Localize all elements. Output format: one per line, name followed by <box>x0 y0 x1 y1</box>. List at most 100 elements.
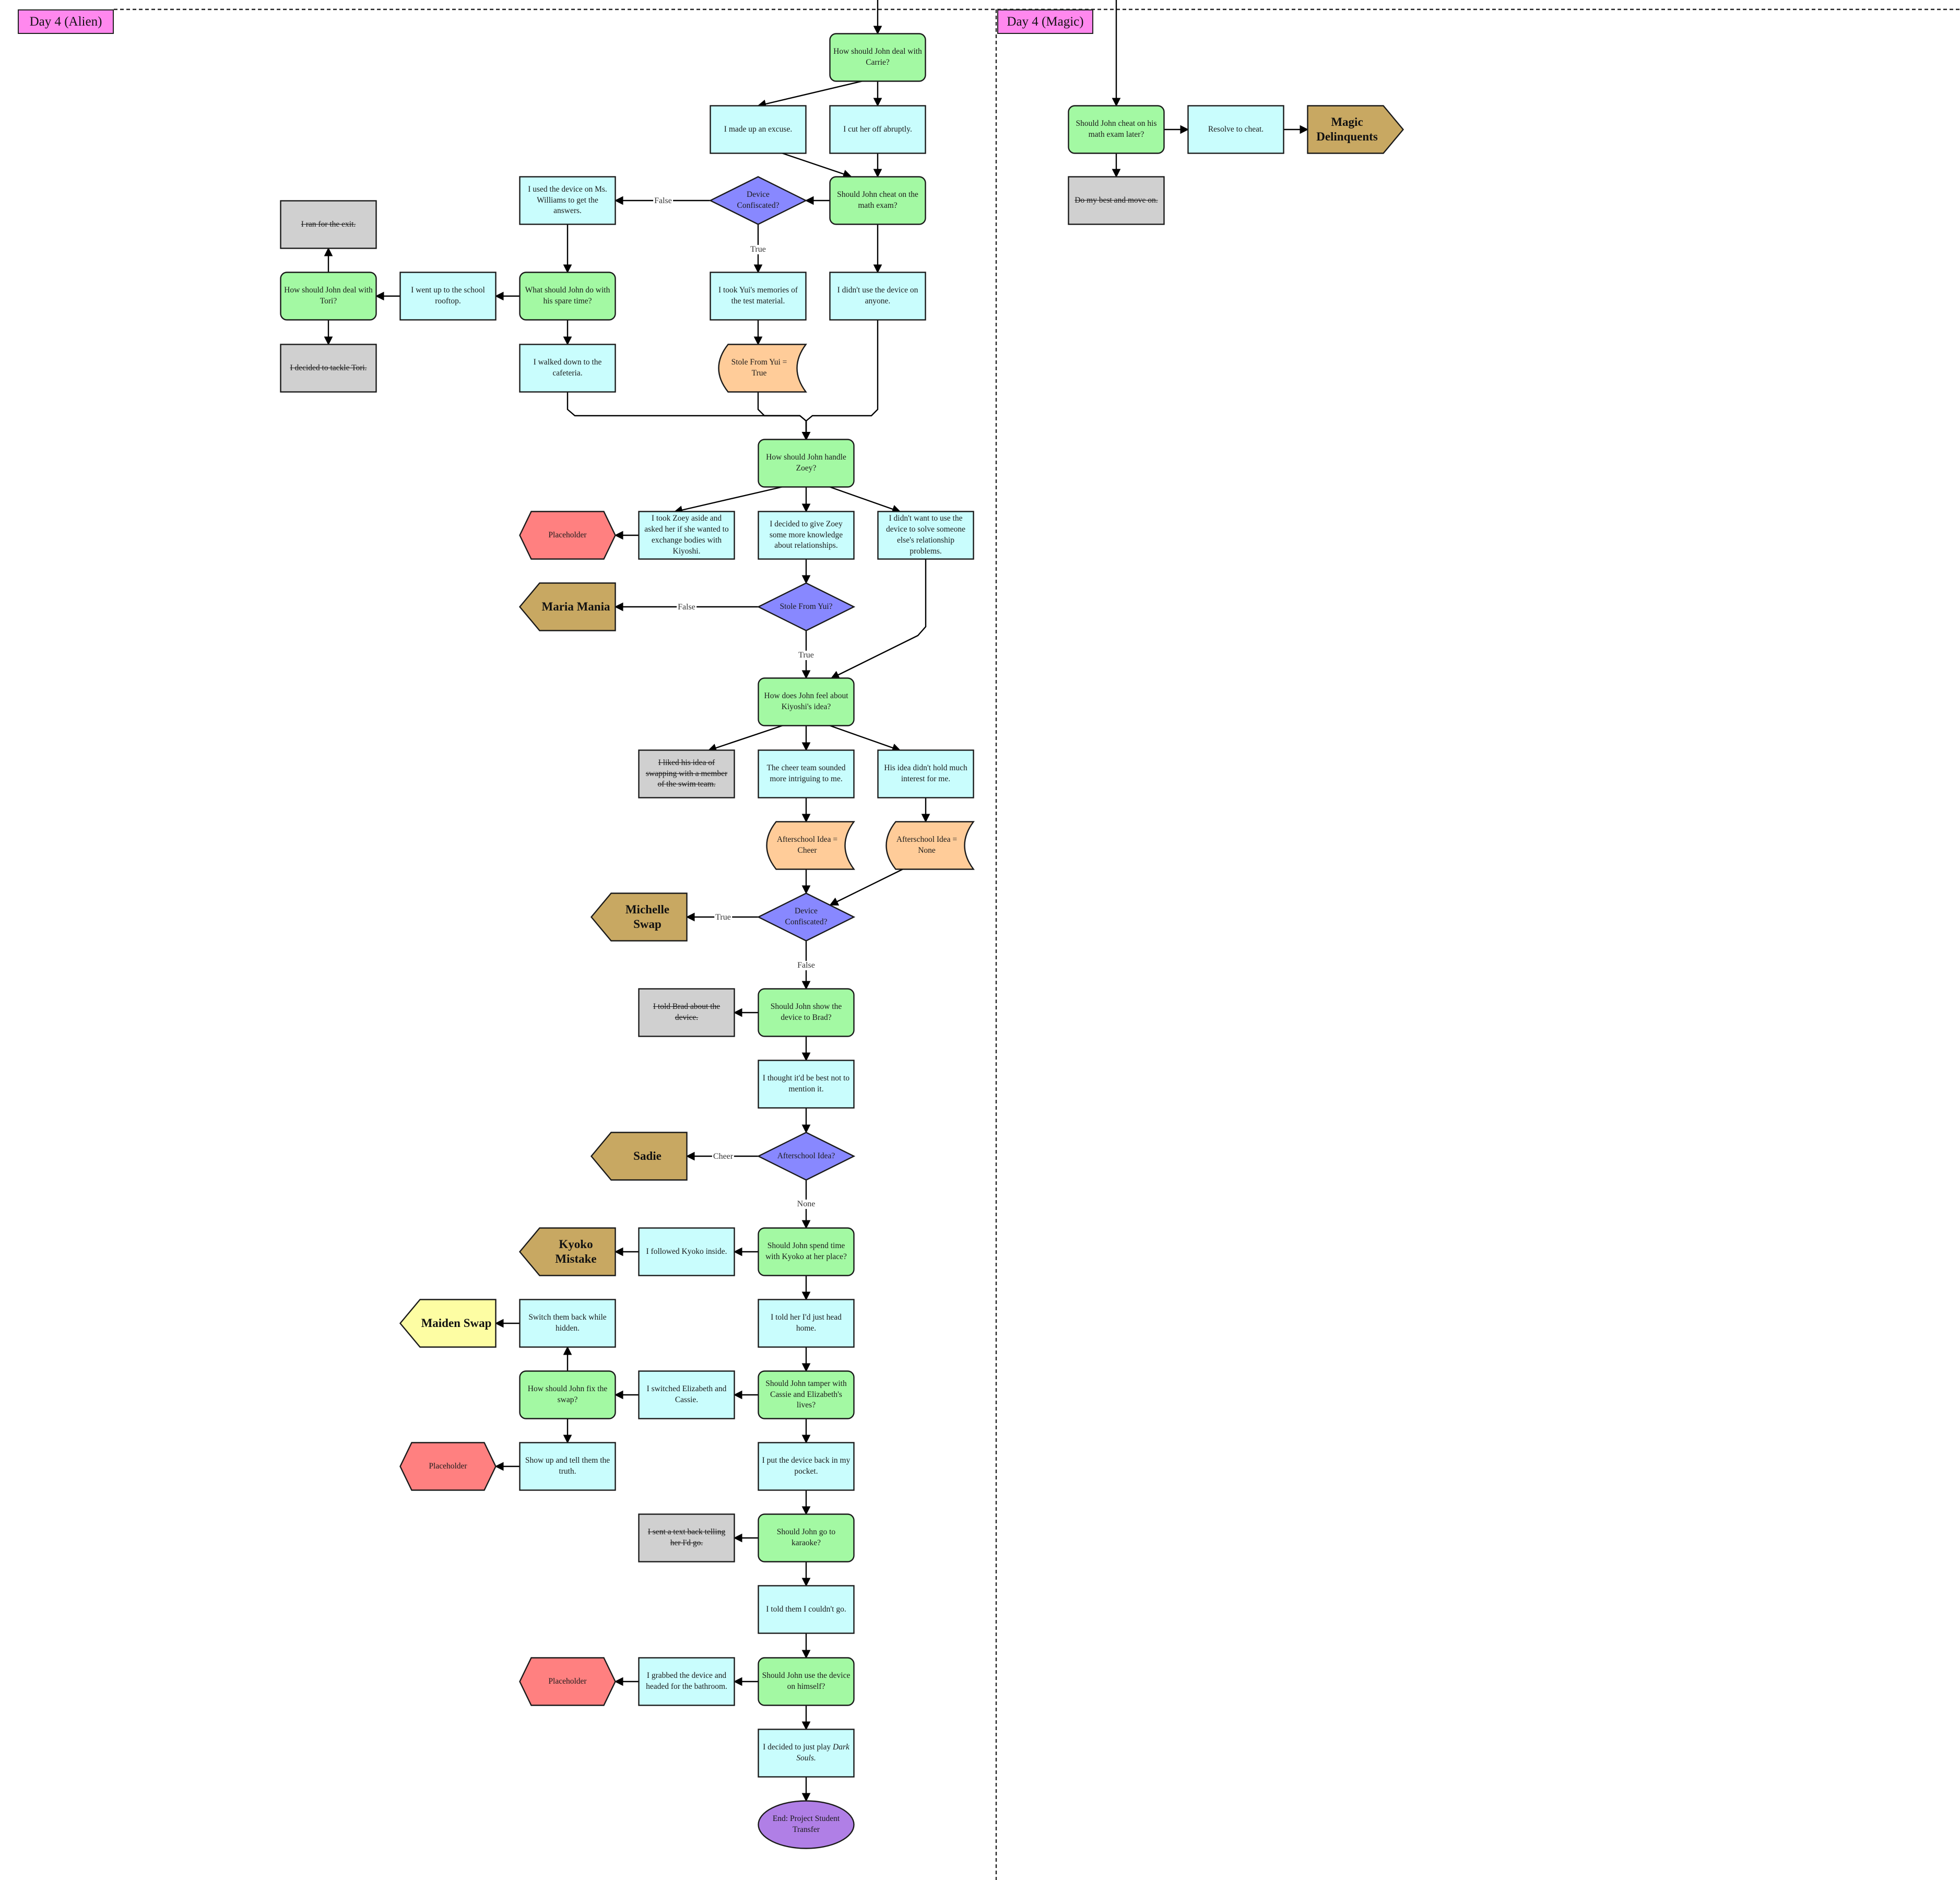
lane-title-alien: Day 4 (Alien) <box>18 9 114 34</box>
node-d-device2: Device Confiscated? <box>759 894 854 941</box>
node-label: How should John fix the swap? <box>527 1384 608 1404</box>
node-shape-q_tori <box>280 272 377 321</box>
node-label: I cut her off abruptly. <box>843 124 912 134</box>
node-label: How does John feel about Kiyoshi's idea? <box>764 691 848 711</box>
node-shape-x_swim <box>638 749 735 798</box>
node-shape-p_ph2 <box>399 1442 497 1491</box>
node-c-rooftop: I went up to the school rooftop. <box>400 273 496 320</box>
edge-21 <box>829 486 901 513</box>
node-r-sadie: Sadie <box>592 1133 687 1180</box>
node-q-zoey: How should John handle Zoey? <box>759 440 854 487</box>
node-label: Should John cheat on his math exam later… <box>1076 119 1157 139</box>
node-c-switch: Switch them back while hidden. <box>520 1300 616 1347</box>
node-c-mention: I thought it'd be best not to mention it… <box>759 1061 854 1108</box>
node-shape-c_excuse <box>710 105 807 154</box>
node-label: Switch them back while hidden. <box>528 1313 607 1333</box>
node-q-brad: Should John show the device to Brad? <box>759 989 854 1037</box>
node-c-kyokoin: I followed Kyoko inside. <box>639 1228 735 1276</box>
node-shape-q_zoey <box>758 439 855 488</box>
node-label: Do my best and move on. <box>1075 195 1158 205</box>
node-shape-x_text <box>638 1513 735 1562</box>
edge-26 <box>830 559 927 679</box>
edge-label-false2: False <box>677 603 696 612</box>
node-q-karaoke: Should John go to karaoke? <box>759 1514 854 1562</box>
node-q-kyoko: Should John spend time with Kyoko at her… <box>759 1228 854 1276</box>
node-label: I didn't want to use the device to solve… <box>886 514 965 556</box>
node-shape-e_end <box>758 1800 855 1849</box>
node-r-maiden: Maiden Swap <box>400 1300 496 1347</box>
node-q-spare: What should John do with his spare time? <box>520 273 616 320</box>
node-shape-q_kyoko <box>758 1227 855 1276</box>
node-label: Resolve to cheat. <box>1208 124 1264 134</box>
node-x-ran: I ran for the exit. <box>281 201 376 249</box>
node-label: Afterschool Idea = Cheer <box>776 835 838 855</box>
node-label: How should John handle Zoey? <box>766 453 846 473</box>
node-shape-q_cheat <box>829 176 926 225</box>
node-shape-c_knowledge <box>758 511 855 560</box>
node-label: I took Zoey aside and asked her if she w… <box>644 514 729 556</box>
node-x-tackle: I decided to tackle Tori. <box>281 345 376 392</box>
node-label: Stole From Yui = True <box>731 358 787 378</box>
node-d-after: Afterschool Idea? <box>759 1133 854 1180</box>
node-label: I used the device on Ms. Williams to get… <box>528 184 607 216</box>
node-label: The cheer team sounded more intriguing t… <box>766 763 846 783</box>
node-c-zoeyaside: I took Zoey aside and asked her if she w… <box>639 512 735 559</box>
node-shape-d_stole <box>757 582 856 631</box>
node-c-cheer: The cheer team sounded more intriguing t… <box>759 750 854 798</box>
node-c-notsolve: I didn't want to use the device to solve… <box>878 512 974 559</box>
node-shape-c_notsolve <box>877 511 974 560</box>
node-shape-c_home <box>758 1299 855 1348</box>
node-shape-r_maria <box>518 582 616 631</box>
node-shape-d_device2 <box>757 892 856 942</box>
node-v-cheer: Afterschool Idea = Cheer <box>759 822 854 870</box>
node-shape-c_williams <box>519 176 616 225</box>
node-d-stole: Stole From Yui? <box>759 583 854 631</box>
node-c-nointerest: His idea didn't hold much interest for m… <box>878 750 974 798</box>
node-shape-q_kiyoshi <box>758 677 855 726</box>
node-shape-c_kyokoin <box>638 1227 735 1276</box>
node-shape-v_none <box>885 821 975 870</box>
node-label: I told Brad about the device. <box>653 1002 721 1022</box>
node-label: I told her I'd just head home. <box>771 1313 842 1333</box>
node-label: I put the device back in my pocket. <box>762 1456 851 1476</box>
node-label: Should John spend time with Kyoko at her… <box>765 1241 847 1261</box>
node-shape-c_switched <box>638 1370 735 1419</box>
node-label: I told them I couldn't go. <box>766 1604 846 1614</box>
edge-label-cheer: Cheer <box>712 1152 735 1161</box>
edge-label-none: None <box>796 1200 817 1209</box>
node-shape-c_rooftop <box>399 272 497 321</box>
node-shape-c_nouse <box>829 272 926 321</box>
node-label: Should John cheat on the math exam? <box>837 190 918 210</box>
node-shape-q_himself <box>758 1657 855 1706</box>
node-c-knowledge: I decided to give Zoey some more knowled… <box>759 512 854 559</box>
node-q-tamper: Should John tamper with Cassie and Eliza… <box>759 1371 854 1419</box>
node-c-resolve: Resolve to cheat. <box>1188 106 1284 154</box>
node-c-cutoff: I cut her off abruptly. <box>830 106 926 154</box>
node-label: I ran for the exit. <box>301 219 356 229</box>
node-label: I didn't use the device on anyone. <box>837 286 918 306</box>
node-shape-x_brad <box>638 988 735 1037</box>
node-label: I walked down to the cafeteria. <box>533 358 602 378</box>
node-shape-r_michelle <box>590 892 688 942</box>
edge-1 <box>757 80 864 109</box>
node-shape-v_cheer <box>766 821 855 870</box>
edge-27 <box>707 724 784 753</box>
node-shape-q_spare <box>519 272 616 321</box>
node-label: I followed Kyoko inside. <box>646 1247 727 1256</box>
node-q-tori: How should John deal with Tori? <box>281 273 376 320</box>
edge-3 <box>781 152 852 179</box>
node-label: Placeholder <box>548 530 587 539</box>
node-shape-q_karaoke <box>758 1513 855 1562</box>
node-c-switched: I switched Elizabeth and Cassie. <box>639 1371 735 1419</box>
node-c-williams: I used the device on Ms. Williams to get… <box>520 177 616 225</box>
node-shape-p_ph3 <box>519 1657 616 1706</box>
node-label: I decided to give Zoey some more knowled… <box>769 519 843 550</box>
node-shape-q_brad <box>758 988 855 1037</box>
node-label: Device Confiscated? <box>785 907 828 926</box>
node-shape-c_pocket <box>758 1442 855 1491</box>
node-d-device1: Device Confiscated? <box>711 177 806 225</box>
node-x-brad: I told Brad about the device. <box>639 989 735 1037</box>
node-shape-x_ran <box>280 200 377 249</box>
